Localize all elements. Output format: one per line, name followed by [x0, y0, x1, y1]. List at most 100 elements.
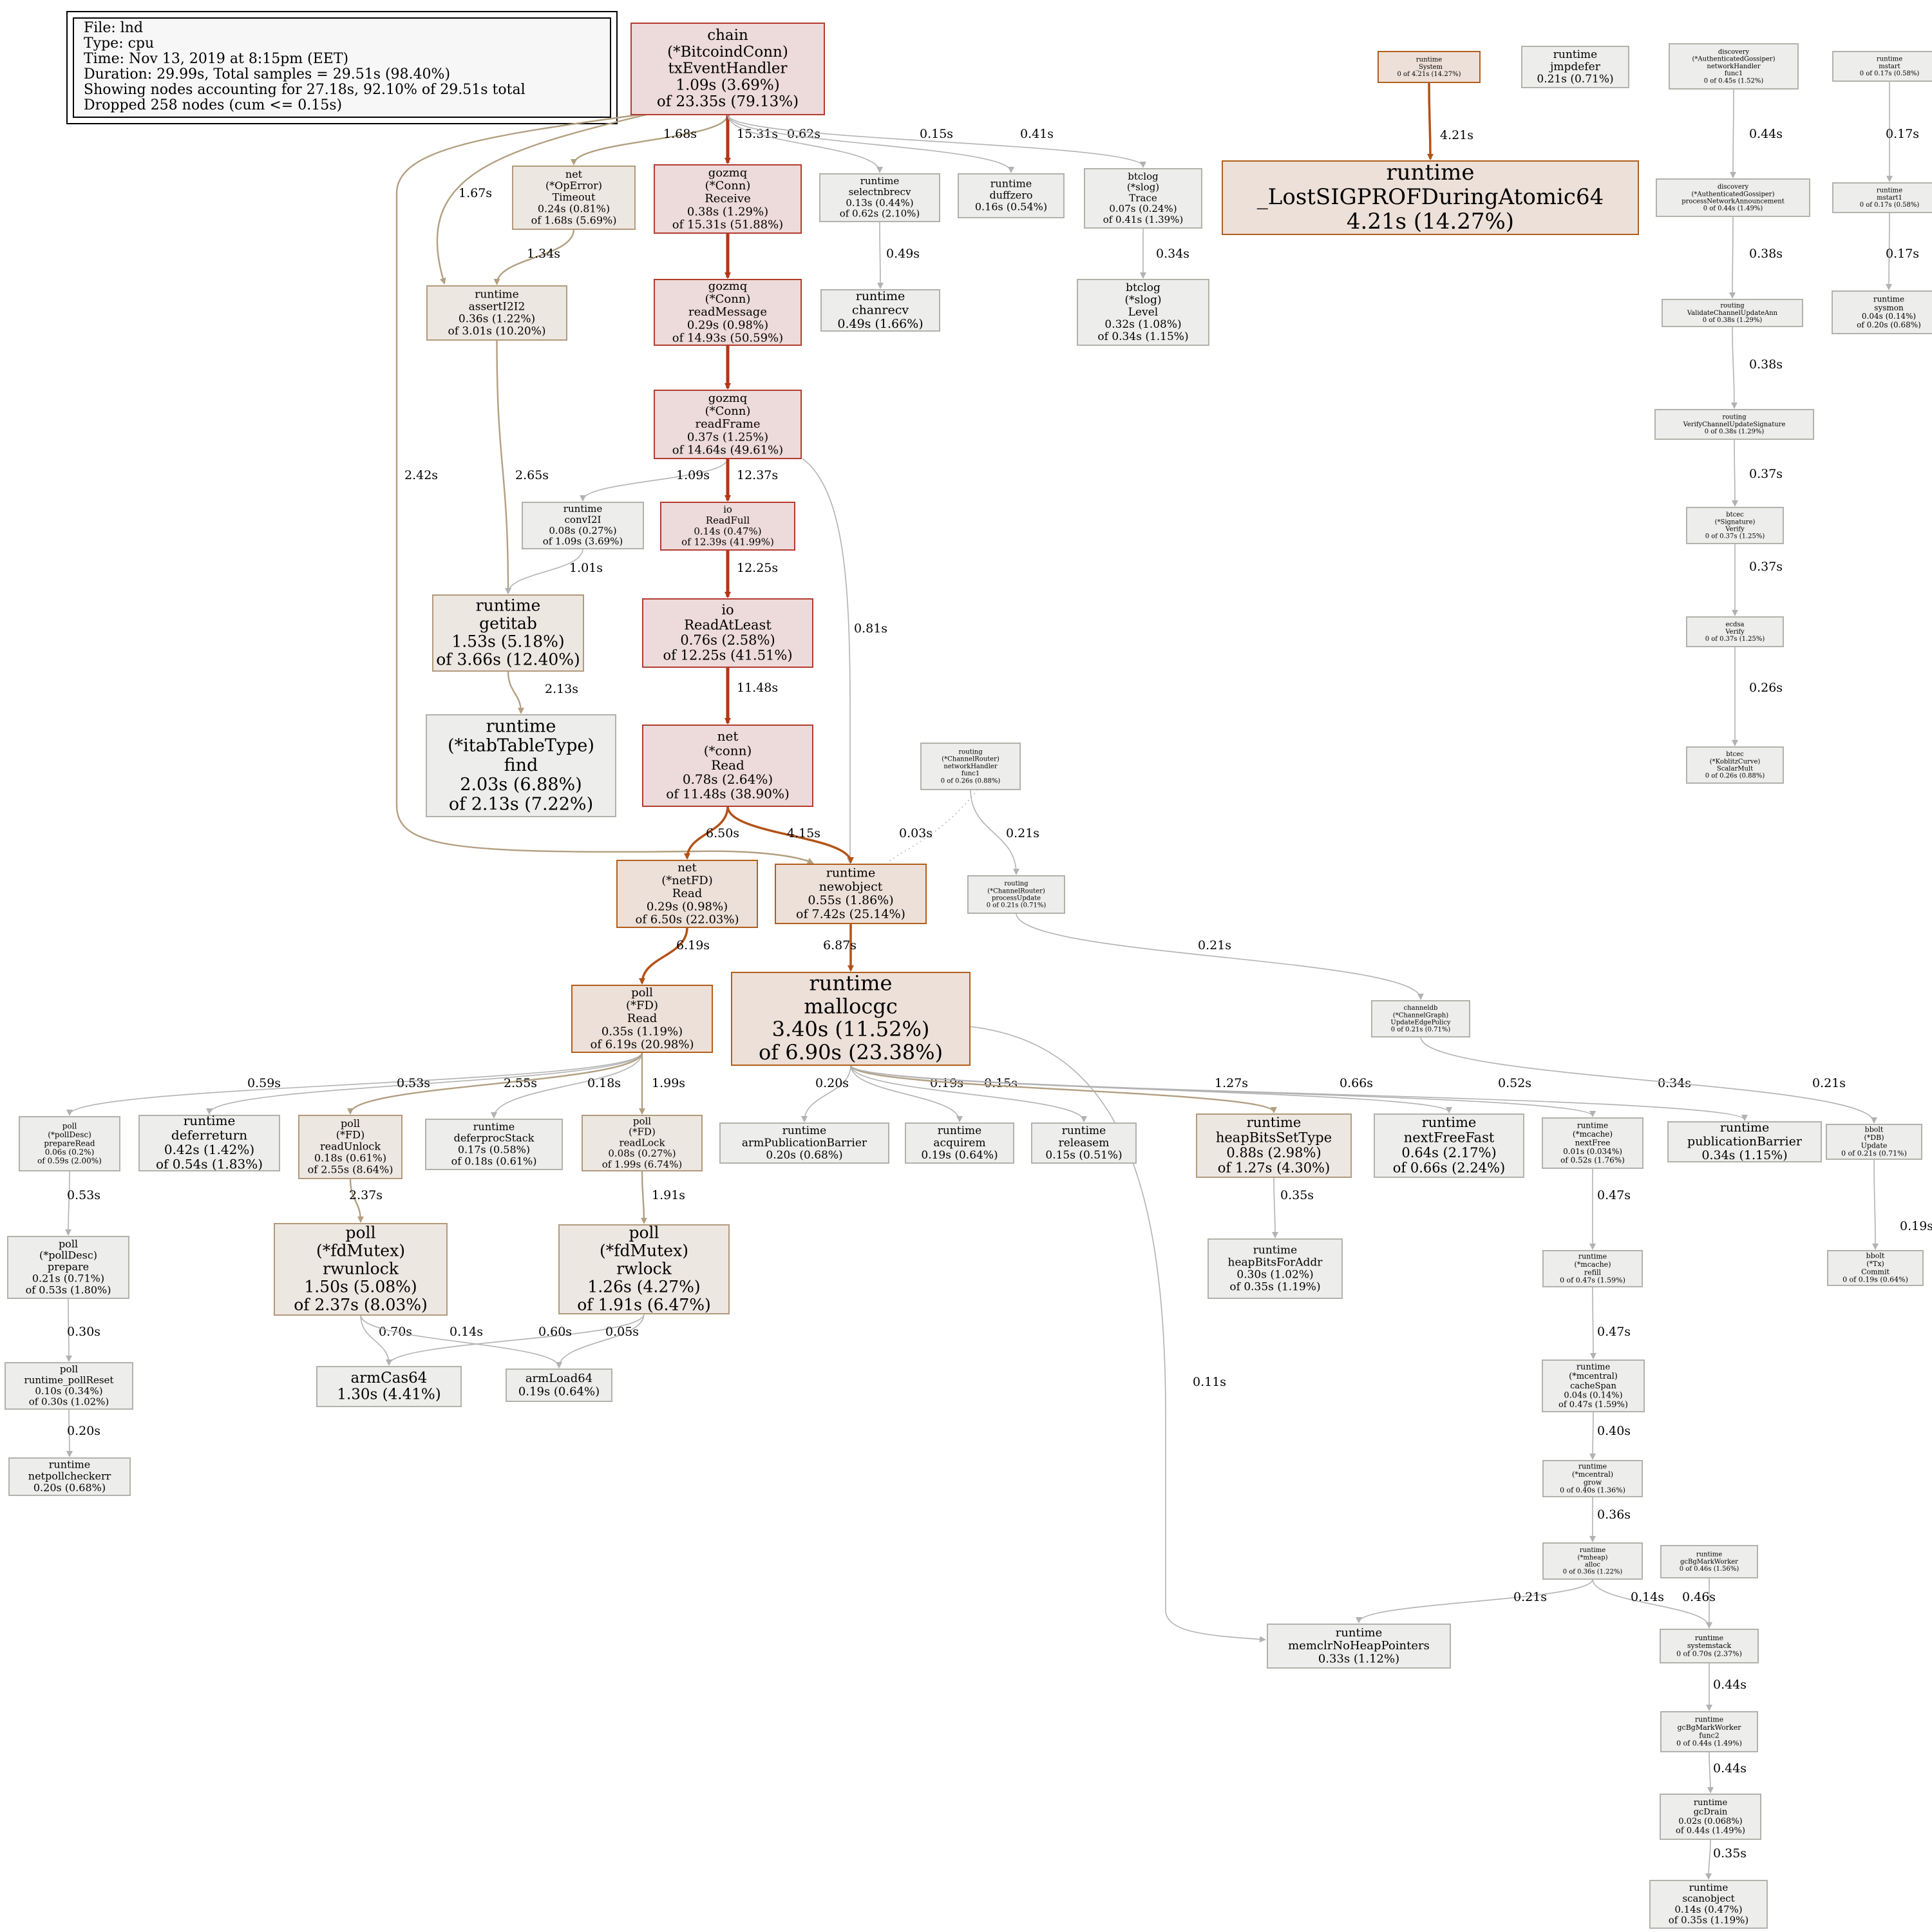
node-label-line: 1.53s (5.18%) — [451, 632, 564, 650]
node-label-line: readMessage — [688, 305, 767, 319]
node-label-line: poll — [341, 1117, 360, 1130]
node-label-line: (*ChannelRouter) — [942, 756, 999, 763]
node-label-line: btclog — [1128, 171, 1159, 182]
node-txEventHandler[interactable]: chain(*BitcoindConn)txEventHandler1.09s … — [630, 23, 825, 115]
node-label-line: (*FD) — [626, 999, 658, 1012]
node-label-line: chain — [707, 27, 748, 44]
node-routerNetHandler[interactable]: routing(*ChannelRouter)networkHandlerfun… — [920, 743, 1021, 790]
node-label-line: prepare — [48, 1261, 89, 1273]
edge-pollFDRead-to-deferreturn — [206, 1052, 643, 1115]
node-label-line: poll — [345, 1223, 375, 1242]
node-label-line: poll — [60, 1363, 78, 1375]
node-box — [426, 285, 567, 341]
edge-dbUpdate-to-txCommit — [1871, 1159, 1879, 1250]
node-gossiperNetHandler[interactable]: discovery(*AuthenticatedGossiper)network… — [1669, 43, 1799, 90]
node-label-line: convI2I — [565, 514, 601, 526]
nodes-layer: chain(*BitcoindConn)txEventHandler1.09s … — [5, 23, 1932, 1929]
edge-label: 0.35s — [1280, 1188, 1314, 1202]
edge-label: 0.52s — [1498, 1076, 1531, 1090]
node-label-line: 0.24s (0.81%) — [538, 203, 610, 215]
node-processNetAnn[interactable]: discovery(*AuthenticatedGossiper)process… — [1656, 178, 1810, 217]
edge-label: 0.53s — [67, 1188, 100, 1202]
edge-label: 2.42s — [404, 468, 438, 482]
node-label-line: processUpdate — [992, 895, 1041, 902]
node-label-line: Receive — [705, 192, 751, 205]
node-label-line: of 0.35s (1.19%) — [1669, 1915, 1749, 1926]
node-box — [1660, 1794, 1761, 1840]
node-label-line: memclrNoHeapPointers — [1288, 1639, 1430, 1653]
node-label-line: of 12.39s (41.99%) — [681, 536, 774, 548]
edge-label: 0.40s — [1597, 1424, 1631, 1438]
node-label-line: io — [721, 602, 734, 618]
node-label-line: of 0.30s (1.02%) — [29, 1396, 109, 1408]
node-label-line: 0.21s (0.71%) — [32, 1273, 104, 1285]
node-updateEdgePolicy[interactable]: channeldb(*ChannelGraph)UpdateEdgePolicy… — [1371, 1000, 1470, 1037]
node-label-line: poll — [633, 1115, 651, 1127]
